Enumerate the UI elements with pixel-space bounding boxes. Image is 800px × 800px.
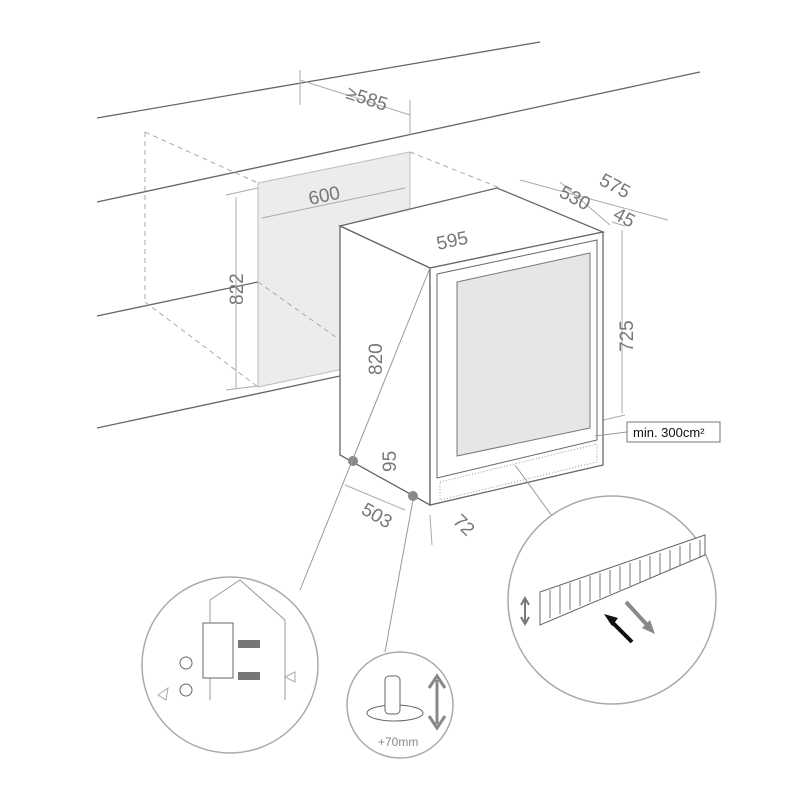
dim-door-height: 725 bbox=[617, 320, 638, 352]
detail-ventilation-grille bbox=[507, 495, 717, 705]
foot-adjustment-label: +70mm bbox=[378, 735, 418, 749]
dim-depth-body: 530 bbox=[556, 182, 594, 215]
wine-cooler-appliance bbox=[338, 187, 606, 507]
detail-bracket-mounting bbox=[141, 576, 319, 754]
dim-plinth-height: 95 bbox=[380, 451, 401, 472]
dim-feet-depth: 503 bbox=[358, 499, 396, 533]
detail-adjustable-foot: +70mm bbox=[346, 651, 454, 759]
dim-niche-height: 822 bbox=[227, 273, 248, 305]
dim-appliance-height: 820 bbox=[366, 343, 387, 375]
dim-plinth-depth: 72 bbox=[448, 511, 478, 541]
remove-arrow-icon bbox=[624, 600, 655, 634]
up-down-arrow-icon bbox=[520, 595, 530, 627]
ventilation-callout: min. 300cm² bbox=[626, 421, 721, 443]
dim-door-depth: 45 bbox=[610, 204, 639, 232]
dim-depth-total: 575 bbox=[596, 170, 634, 203]
insert-arrow-icon bbox=[604, 614, 634, 644]
ventilation-label: min. 300cm² bbox=[633, 425, 705, 440]
up-down-arrow-icon bbox=[427, 673, 447, 731]
dim-niche-depth: ≥585 bbox=[343, 83, 390, 116]
